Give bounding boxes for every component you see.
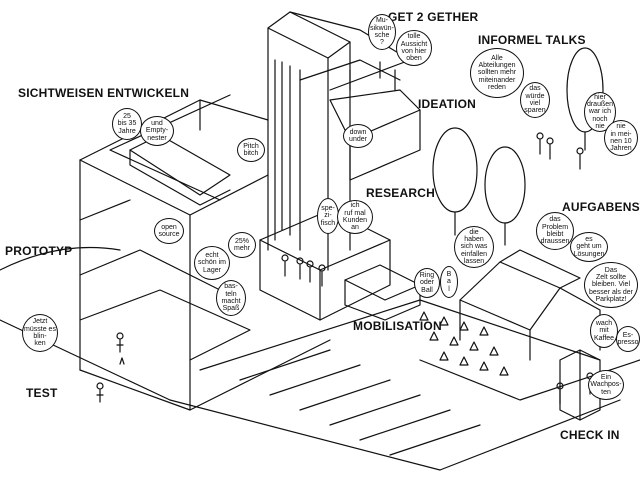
bubble-ball-vertical: B a l: [440, 266, 458, 298]
floor-slabs: [79, 199, 251, 361]
bubble-empty-nester: und Empty- nester: [140, 116, 174, 146]
sichtweisen-bar: [129, 134, 231, 206]
label-prototyp: PROTOTYP: [5, 244, 73, 258]
bubble-nie-in-meinen: nie in mei- nen 10 Jahren: [604, 120, 638, 156]
bubble-open-source: open source: [154, 218, 184, 244]
label-informel-talks: INFORMEL TALKS: [478, 33, 586, 47]
label-research: RESEARCH: [366, 186, 435, 200]
label-check-in: CHECK IN: [560, 428, 620, 442]
bubble-25-bis-35: 25 bis 35 Jahre: [112, 108, 142, 140]
bubble-down-under: down under: [343, 124, 373, 148]
bubble-alle-abteilungen: Alle Abteilungen sollten mehr miteinande…: [470, 48, 524, 98]
bubble-wach-mit-kaffee: wach mit Kaffee: [590, 314, 618, 348]
label-aufgabensteller: AUFGABENSTE: [562, 200, 640, 214]
bubble-jetzt-blinken: Jetzt müsste es blin- ken: [22, 314, 58, 352]
bubble-echt-schoen: echt schön im Lager: [194, 246, 230, 280]
bubble-basteln-spass: bas- teln macht Spaß: [216, 280, 246, 316]
bubble-kunden-anrufen: ich ruf mal Kunden an: [337, 200, 373, 234]
bubble-musikwuensche: Mu- sikwün- sche ?: [368, 14, 396, 50]
bubble-25-mehr: 25% mehr: [228, 232, 256, 258]
bubble-spezifisch: spe- zi- fisch: [317, 198, 339, 234]
label-mobilisation: MOBILISATION: [353, 319, 442, 333]
bubble-wachposten: Ein Wachpos- ten: [588, 370, 624, 400]
bubble-einfallen-lassen: die haben sich was einfallen lassen: [454, 226, 494, 268]
checkin-kiosk: [559, 349, 601, 421]
trees: [432, 47, 604, 246]
label-sichtweisen: SICHTWEISEN ENTWICKELN: [18, 86, 190, 100]
bubble-das-wuerde: das würde viel sparen: [520, 82, 550, 118]
bubble-tolle-aussicht: tolle Aussicht von hier oben: [396, 30, 432, 66]
bubble-ring-oder-ball: Ring oder Ball: [414, 268, 440, 298]
label-get2gether: GET 2 GETHER: [388, 10, 479, 24]
bubble-zelt-bleiben: Das Zelt sollte bleiben. Viel besser als…: [584, 262, 638, 308]
main-building: [79, 94, 331, 411]
traffic-cones: [419, 311, 509, 376]
bubble-espresso: Es- presso: [616, 326, 640, 352]
label-test: TEST: [26, 386, 58, 400]
bubble-problem-draussen: das Problem bleibt draussen: [536, 212, 574, 250]
bubble-loesungen: es geht um Lösungen: [570, 232, 608, 262]
label-ideation: IDEATION: [418, 97, 477, 111]
ideation-volume: [329, 89, 421, 181]
people-figures: [96, 132, 594, 405]
bubble-pitch-bitch: Pitch bitch: [237, 138, 265, 162]
